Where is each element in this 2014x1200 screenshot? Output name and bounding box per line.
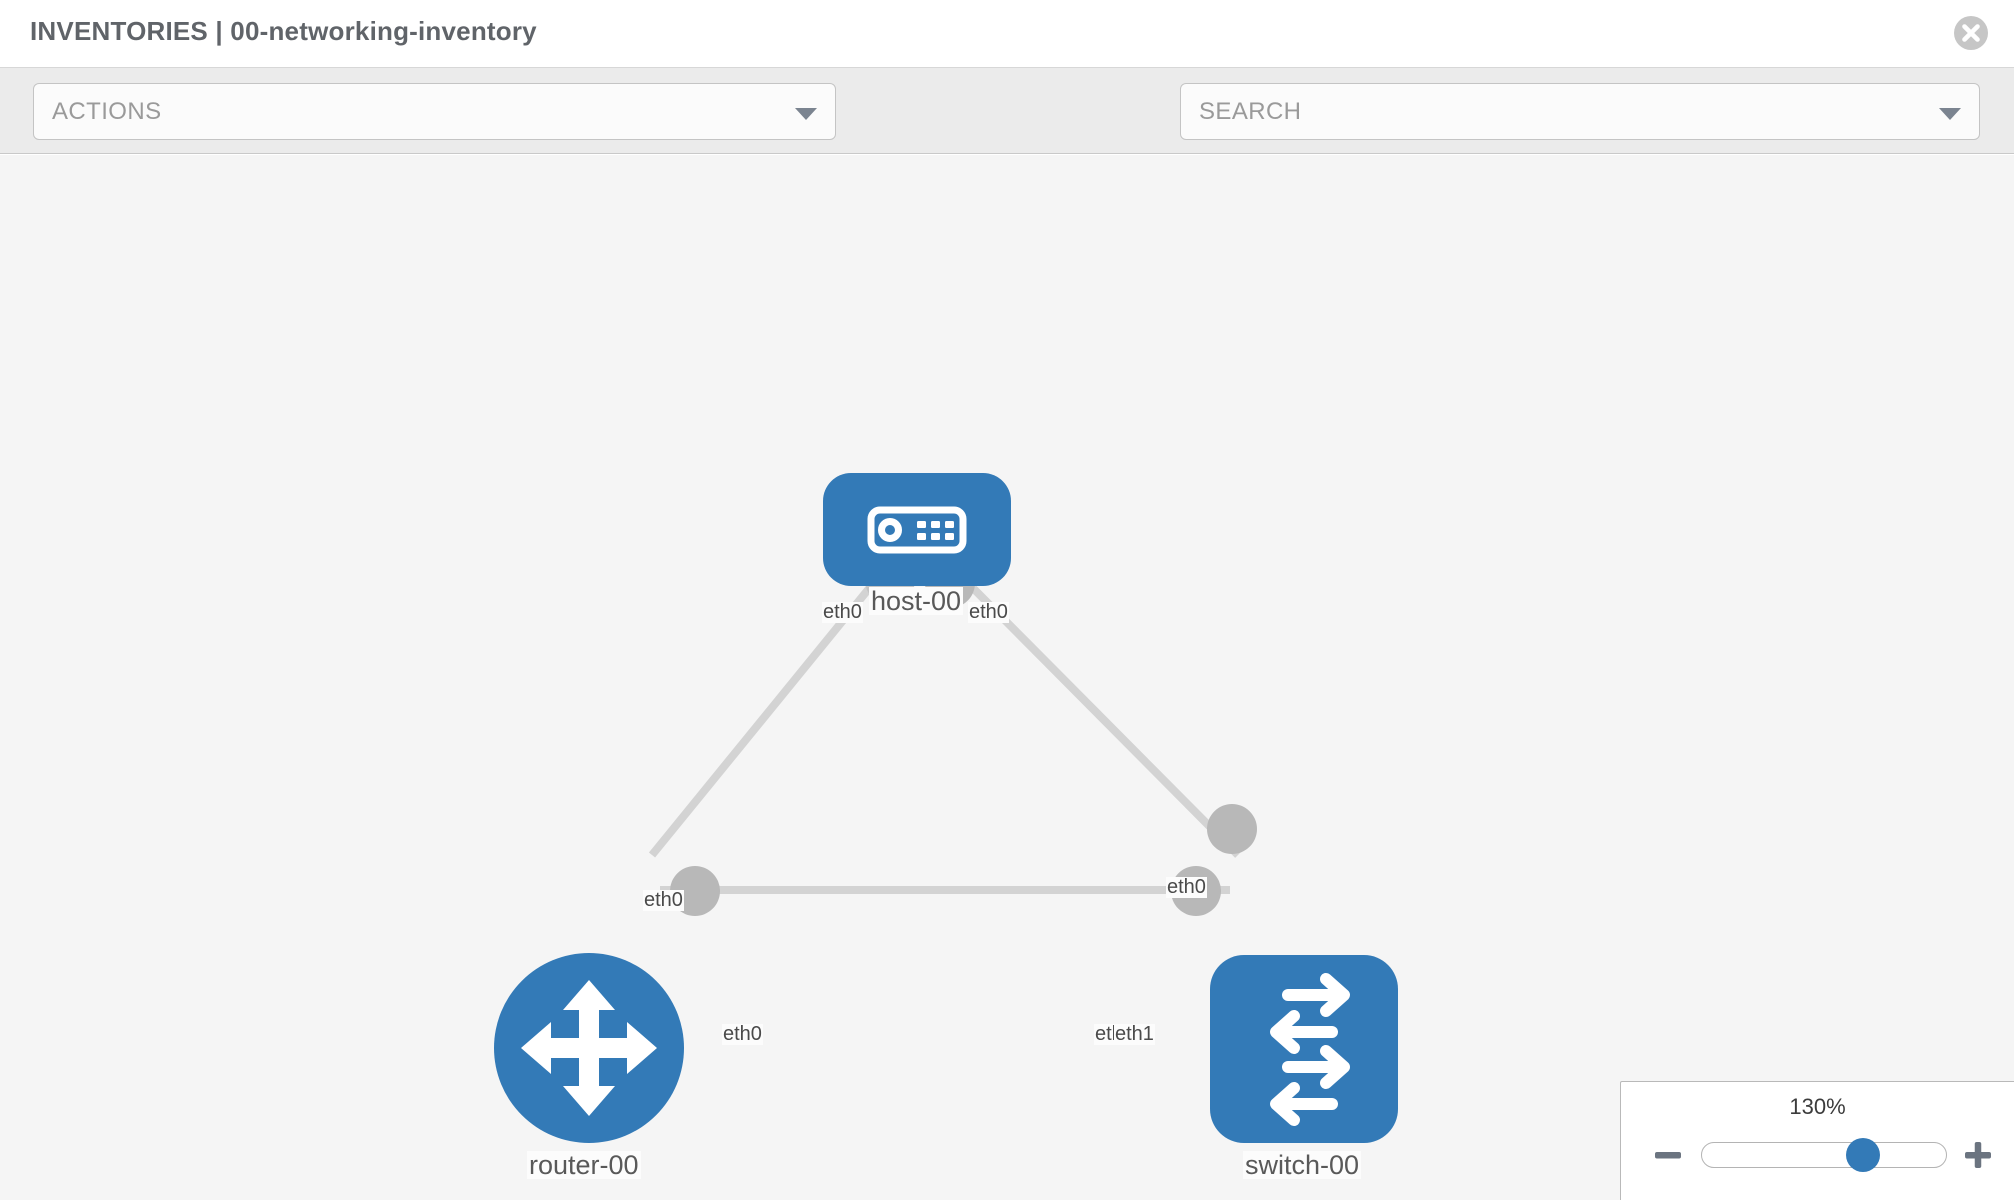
- iface-label-router00-north: eth0: [643, 889, 684, 911]
- minus-icon[interactable]: [1651, 1138, 1685, 1172]
- server-icon: [867, 506, 967, 554]
- node-switch-00[interactable]: [1210, 955, 1398, 1143]
- page-title: INVENTORIES | 00-networking-inventory: [30, 16, 537, 46]
- node-label-switch-00: switch-00: [1243, 1150, 1362, 1180]
- zoom-slider-row: [1621, 1134, 2014, 1176]
- chevron-down-icon: [795, 108, 817, 120]
- node-router-00[interactable]: [494, 953, 684, 1143]
- actions-dropdown-label: ACTIONS: [52, 98, 162, 125]
- router-arrows-icon: [521, 980, 657, 1116]
- iface-label-router00-east: eth0: [722, 1023, 763, 1045]
- node-label-host-00: host-00: [869, 586, 964, 616]
- topology-graph: [494, 473, 1398, 1143]
- close-circle-icon[interactable]: [1952, 14, 1990, 52]
- search-dropdown[interactable]: [1180, 83, 1980, 140]
- topology-links: [648, 572, 1241, 894]
- topology-ports: [670, 555, 1257, 916]
- node-label-router-00: router-00: [527, 1150, 641, 1180]
- switch-arrows-icon: [1270, 973, 1350, 1126]
- search-input[interactable]: [1181, 84, 1979, 139]
- actions-dropdown[interactable]: ACTIONS: [33, 83, 836, 140]
- port-switch00-nw[interactable]: [1207, 804, 1257, 854]
- iface-label-host00-right: eth0: [968, 601, 1009, 623]
- toolbar: ACTIONS: [0, 68, 2014, 193]
- zoom-slider-thumb[interactable]: [1846, 1138, 1880, 1172]
- iface-label-switch00-west: eth1: [1114, 1023, 1155, 1045]
- node-host-00[interactable]: [823, 473, 1011, 586]
- zoom-control-panel: 130%: [1620, 1081, 2014, 1200]
- iface-label-host00-left: eth0: [822, 601, 863, 623]
- zoom-percent-label: 130%: [1789, 1094, 1846, 1119]
- chevron-down-icon: [1939, 108, 1961, 120]
- iface-label-switch00-north: eth0: [1166, 876, 1207, 898]
- zoom-slider-track[interactable]: [1701, 1138, 1947, 1172]
- plus-icon[interactable]: [1961, 1138, 1995, 1172]
- page-header: INVENTORIES | 00-networking-inventory: [0, 0, 2014, 68]
- topology-canvas[interactable]: host-00 router-00 switch-00 eth0 eth0 et…: [0, 155, 2014, 1200]
